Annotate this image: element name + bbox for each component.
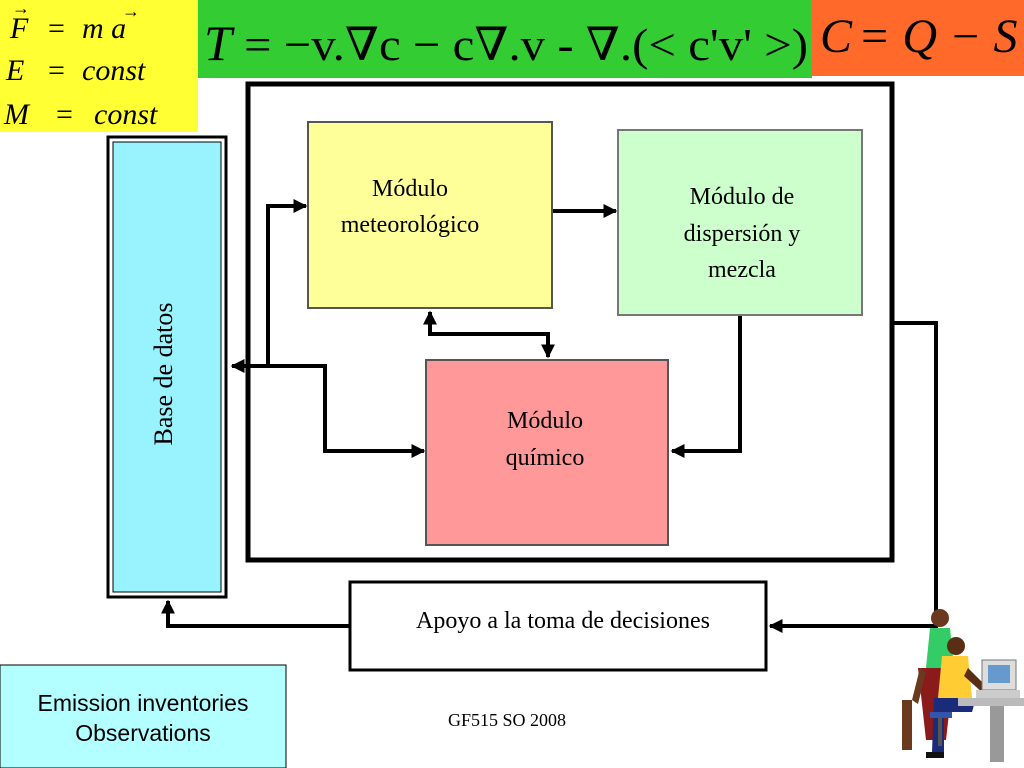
arrow-model-to-decision [768, 321, 938, 633]
law-energy-lhs: E [5, 54, 24, 87]
office-workers-clipart-icon [902, 609, 1024, 762]
balance-equation-background [812, 0, 1024, 76]
balance-equation-panel: C = Q − S [812, 0, 1024, 76]
law-mass-lhs: M [3, 98, 31, 131]
vector-arrow-icon: → [12, 0, 30, 18]
arrow-database-to-chemical [250, 364, 426, 458]
decision-support-label: Apoyo a la toma de decisiones [416, 608, 710, 634]
law-energy: E = const [5, 54, 146, 87]
chemical-module-line1: Módulo [507, 408, 583, 434]
database-label: Base de datos [149, 303, 178, 446]
transport-equation-rhs: = −v.∇c − c∇.v - ∇.(< c'v' >) [244, 19, 808, 70]
meteorological-module-line2: meteorológico [341, 212, 480, 238]
database-box: Base de datos [106, 135, 228, 599]
law-mass-equals: = [56, 98, 73, 131]
inputs-observations: Observations [75, 720, 211, 746]
decision-support-frame [348, 580, 768, 672]
law-newton: F → = m a → [9, 0, 140, 45]
law-energy-rhs: const [82, 54, 146, 87]
seated-person-head [947, 637, 965, 655]
laws-background [0, 0, 198, 132]
dispersion-module-line3: mezcla [708, 257, 776, 283]
dispersion-module-line1: Módulo de [690, 184, 795, 210]
balance-equation-rhs: = Q − S [858, 10, 1017, 63]
inputs-box: Emission inventories Observations [0, 664, 287, 768]
database-fill [112, 141, 222, 593]
inputs-box-background [0, 664, 287, 768]
meteorological-module: Módulo meteorológico [307, 121, 553, 309]
transport-equation-panel: T = −v.∇c − c∇.v - ∇.(< c'v' >) [198, 0, 812, 78]
law-mass-rhs: const [94, 98, 158, 131]
law-newton-lhs: F [9, 12, 29, 45]
transport-equation-background [198, 0, 812, 78]
physical-laws-panel: F → = m a → E = const M = const [0, 0, 198, 132]
seated-person-shoe [926, 752, 944, 758]
vector-arrow-icon: → [122, 1, 140, 21]
chemical-module-box [425, 359, 669, 546]
decision-support-box: Apoyo a la toma de decisiones [348, 580, 768, 672]
flow-arrows [161, 199, 938, 633]
dispersion-module-box [617, 129, 863, 316]
meteorological-module-box [307, 121, 553, 309]
seated-person-shirt [938, 656, 972, 698]
arrow-dispersion-to-chemical [670, 316, 742, 458]
computer-base [976, 690, 1020, 698]
chair-post [938, 718, 942, 746]
transport-equation-lhs: T [204, 15, 235, 71]
computer-screen [988, 665, 1010, 683]
model-system-frame [245, 81, 895, 563]
law-newton-rhs: m a [82, 12, 126, 45]
law-energy-equals: = [48, 54, 65, 87]
arrow-meteo-chemical-exchange [423, 310, 555, 359]
chemical-module: Módulo químico [425, 359, 669, 546]
inputs-emission-inventories: Emission inventories [38, 690, 249, 716]
law-mass: M = const [3, 98, 158, 131]
dispersion-module: Módulo de dispersión y mezcla [617, 129, 863, 316]
desk-leg [990, 706, 1004, 762]
desk-top [958, 698, 1024, 706]
footer-course-code: GF515 SO 2008 [448, 710, 566, 730]
meteorological-module-line1: Módulo [372, 176, 448, 202]
arrow-decision-to-database [161, 599, 350, 628]
standing-person-head [931, 609, 949, 627]
chemical-module-line2: químico [506, 445, 585, 471]
law-newton-equals: = [48, 12, 65, 45]
chair-seat [930, 712, 952, 718]
dispersion-module-line2: dispersión y [684, 221, 801, 247]
balance-equation-lhs: C [820, 10, 853, 63]
arrow-database-to-meteo [232, 199, 308, 368]
standing-person-arm [912, 668, 926, 704]
seated-person-pants [932, 698, 976, 752]
standing-person-leg [902, 700, 912, 750]
